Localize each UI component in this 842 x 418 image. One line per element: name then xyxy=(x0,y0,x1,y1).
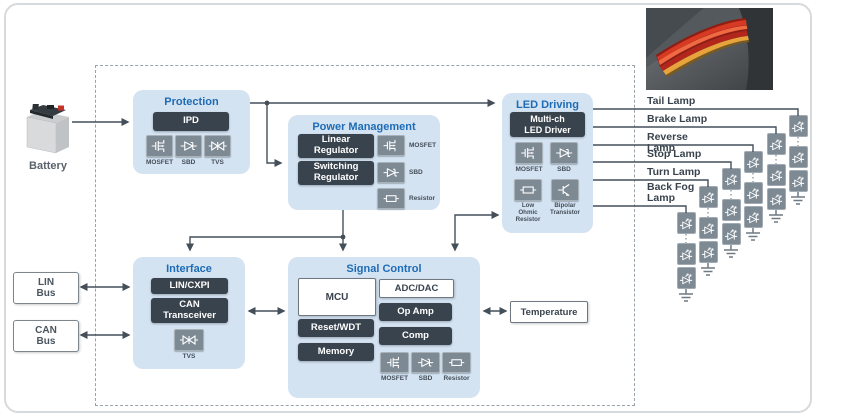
interface-block: Interface LIN/CXPI CAN Transceiver TVS xyxy=(133,257,245,369)
lin-bus-box: LIN Bus xyxy=(13,272,79,304)
battery-group: Battery xyxy=(0,0,96,200)
led-icon-box xyxy=(721,223,741,245)
led-icon-box xyxy=(676,243,696,265)
resistor-icon xyxy=(442,352,471,373)
led-icon-box xyxy=(676,212,696,234)
mosfet-icon xyxy=(380,352,409,373)
op-amp-device: Op Amp xyxy=(379,303,452,321)
led-icon-box xyxy=(743,151,763,173)
sbd-icon xyxy=(550,142,578,164)
tvs-icon xyxy=(174,329,204,351)
led-icon-box xyxy=(676,267,696,289)
led-icon-box xyxy=(766,164,786,186)
can-bus-label: CAN Bus xyxy=(35,324,57,348)
sbd-icon xyxy=(377,162,405,183)
sbd-icon xyxy=(175,135,202,157)
switching-regulator-device: Switching Regulator xyxy=(298,161,374,185)
signal-control-block: Signal Control MCU ADC/DAC Reset/WDT Mem… xyxy=(288,257,480,398)
protection-title: Protection xyxy=(164,96,219,108)
bipolar-transistor-icon xyxy=(551,179,579,201)
icon-label: SBD xyxy=(409,168,423,176)
lamp-label: Back Fog Lamp xyxy=(647,181,695,205)
lin-cxpi-device: LIN/CXPI xyxy=(151,278,228,294)
led-icon-box xyxy=(788,170,808,192)
ipd-device: IPD xyxy=(153,112,229,131)
lamp-label: Tail Lamp xyxy=(647,95,696,107)
led-icon-box xyxy=(721,168,741,190)
led-icon-box xyxy=(743,182,763,204)
low-ohmic-resistor-icon xyxy=(514,179,542,201)
icon-label: Resistor xyxy=(443,375,470,382)
system-boundary-dashed-frame xyxy=(95,65,635,406)
icon-label: Low Ohmic Resistor xyxy=(515,202,541,223)
icon-label: MOSFET xyxy=(146,159,174,166)
tail-lamp-photo xyxy=(646,8,773,90)
tvs-icon xyxy=(204,135,231,157)
led-icon-box xyxy=(743,206,763,228)
led-driving-block: LED Driving Multi-ch LED Driver MOSFET S… xyxy=(502,93,593,233)
icon-label: Resistor xyxy=(409,194,436,202)
icon-label: TVS xyxy=(211,159,224,166)
lamp-label: Brake Lamp xyxy=(647,113,708,125)
mosfet-icon xyxy=(515,142,543,164)
icon-label: SBD xyxy=(557,166,571,173)
multi-ch-led-driver-device: Multi-ch LED Driver xyxy=(510,112,585,137)
lamp-label: Turn Lamp xyxy=(647,166,701,178)
battery-label: Battery xyxy=(29,160,67,172)
led-icon-box xyxy=(698,241,718,263)
comp-device: Comp xyxy=(379,327,452,345)
resistor-icon xyxy=(377,188,405,209)
icon-label: MOSFET xyxy=(515,166,543,173)
led-icon-box xyxy=(766,188,786,210)
icon-label: SBD xyxy=(181,159,196,166)
power-management-block: Power Management Linear Regulator Switch… xyxy=(288,115,440,210)
protection-block: Protection IPD MOSFET SBD TVS xyxy=(133,90,250,174)
linear-regulator-device: Linear Regulator xyxy=(298,134,374,158)
led-icon-box xyxy=(721,199,741,221)
adc-dac-device: ADC/DAC xyxy=(379,279,454,298)
interface-title: Interface xyxy=(166,263,212,275)
power-management-title: Power Management xyxy=(312,121,416,133)
reset-wdt-device: Reset/WDT xyxy=(298,319,374,337)
sbd-icon xyxy=(411,352,440,373)
can-transceiver-device: CAN Transceiver xyxy=(151,298,228,323)
led-driving-title: LED Driving xyxy=(516,99,579,111)
icon-label: SBD xyxy=(418,375,433,382)
memory-device: Memory xyxy=(298,343,374,361)
mosfet-icon xyxy=(377,135,405,156)
icon-label: TVS xyxy=(182,353,196,360)
led-icon-box xyxy=(788,146,808,168)
led-icon-box xyxy=(766,133,786,155)
signal-control-title: Signal Control xyxy=(346,263,422,275)
icon-label: MOSFET xyxy=(380,375,409,382)
lamp-label: Stop Lamp xyxy=(647,148,702,160)
mosfet-icon xyxy=(146,135,173,157)
icon-label: MOSFET xyxy=(409,141,437,149)
icon-label: Bipolar Transistor xyxy=(550,202,580,216)
battery-icon xyxy=(26,104,69,154)
led-icon-box xyxy=(698,217,718,239)
can-bus-box: CAN Bus xyxy=(13,320,79,352)
led-icon-box xyxy=(788,115,808,137)
lin-bus-label: LIN Bus xyxy=(36,276,56,300)
temperature-box: Temperature xyxy=(510,301,588,323)
mcu-device: MCU xyxy=(298,278,376,316)
